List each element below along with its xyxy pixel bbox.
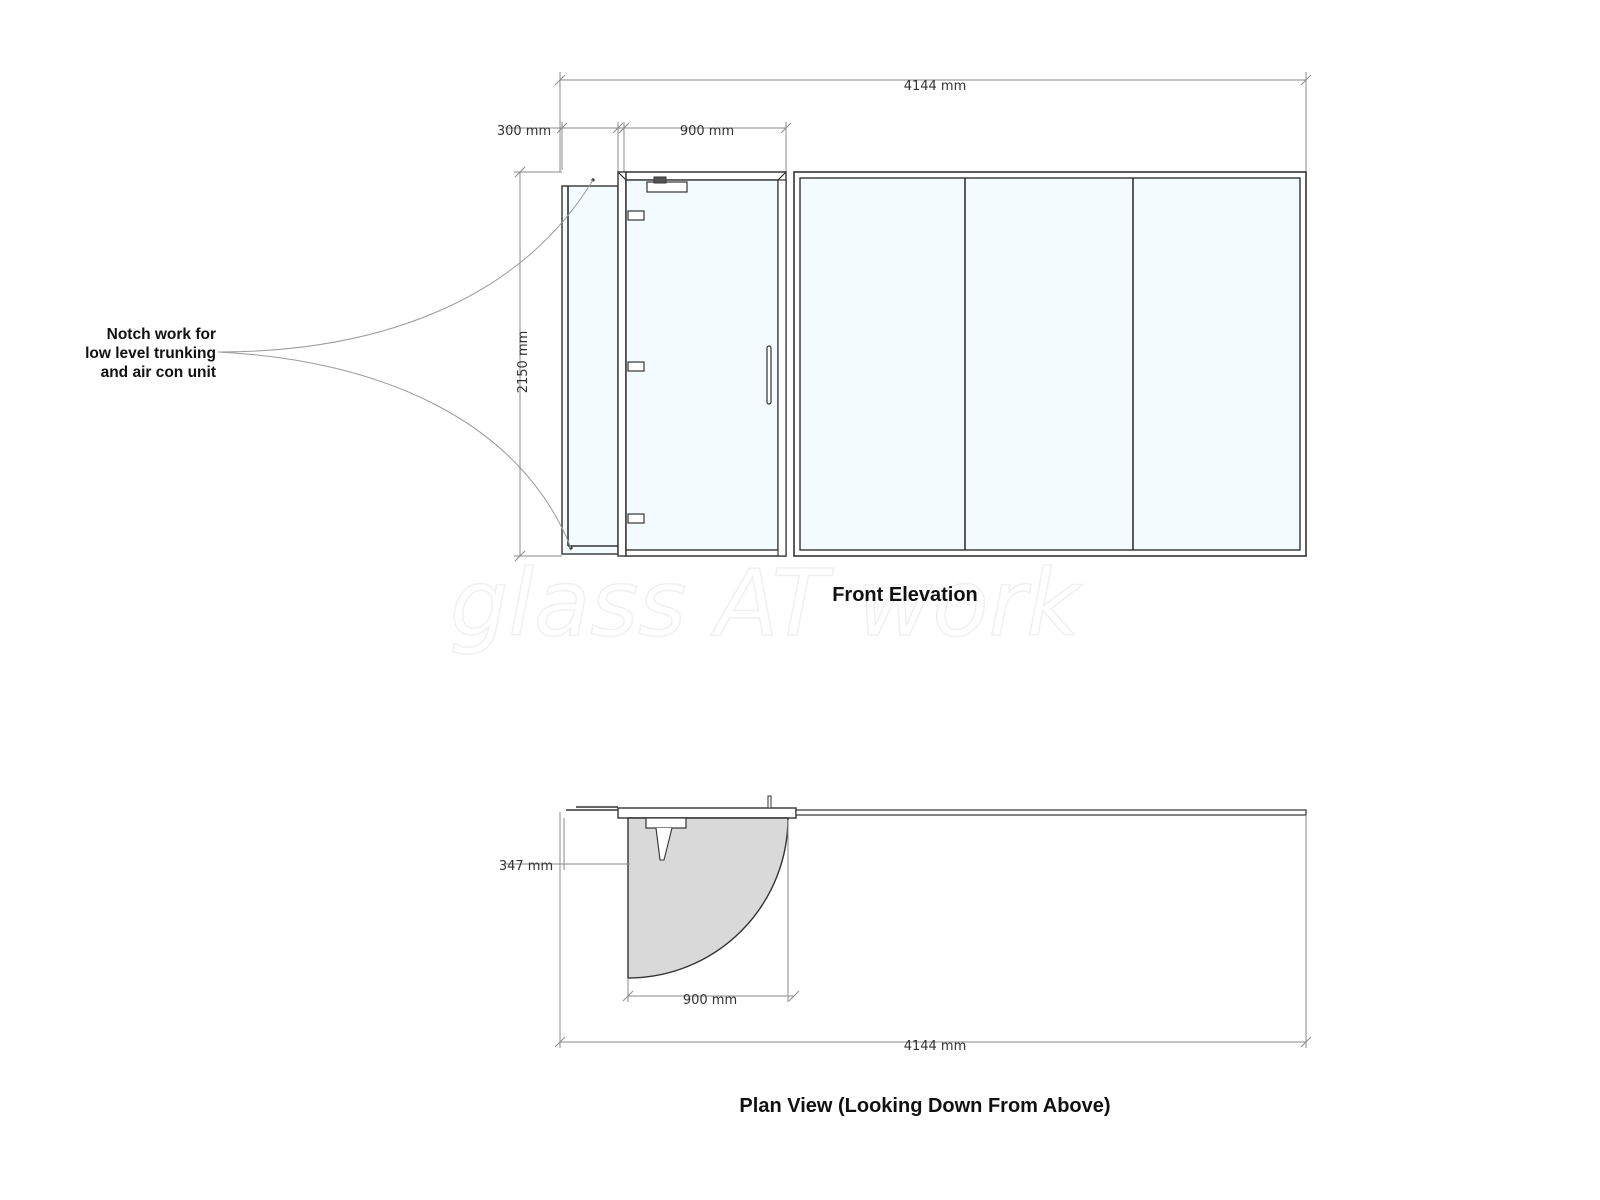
watermark-text: glass AT work [450,550,1083,657]
dim-plan-door-depth-label: 347 mm [499,859,553,874]
dim-elev-height-label: 2150 mm [516,331,531,394]
dim-plan-overall-width: 4144 mm [554,812,1312,1054]
door-closer-icon [646,181,688,193]
dim-elev-height: 2150 mm [514,166,562,562]
front-elevation-title: Front Elevation [832,584,978,606]
dim-elev-overall-width: 4144 mm [554,72,1312,172]
dim-plan-overall-width-label: 4144 mm [904,1039,967,1054]
door-closer-icon [645,817,687,829]
plan-view: 347 mm 900 mm 4144 mm Plan View (Looking… [499,795,1312,1117]
dim-elev-overall-width-label: 4144 mm [904,79,967,94]
dim-elev-door-width: 900 mm [618,122,792,178]
dim-plan-door-width-label: 900 mm [683,993,737,1008]
leader-line-top [217,179,594,353]
leader-line-bottom [217,351,572,549]
note-line-3: and air con unit [101,364,216,381]
note-line-2: low level trunking [85,345,216,362]
hinge-icon [627,513,645,524]
dim-plan-door-depth: 347 mm [499,818,630,874]
door-swing-arc [627,817,789,979]
watermark: glass AT work [449,549,1084,658]
door-post [617,171,627,557]
front-elevation: 4144 mm 300 mm 900 mm 2150 mm [85,72,1312,606]
fixed-glass-panels [793,171,1307,557]
notch-note: Notch work for low level trunking and ai… [85,179,594,549]
notch-panel [561,178,619,555]
dim-elev-notch-width-label: 300 mm [497,124,551,139]
dim-plan-door-width: 900 mm [622,820,800,1008]
hinge-icon [627,361,645,372]
door-swing [627,817,789,979]
plan-view-title: Plan View (Looking Down From Above) [739,1095,1110,1117]
dim-elev-door-width-label: 900 mm [680,124,734,139]
door-handle-icon [766,345,772,405]
hinge-icon [627,210,645,221]
dim-elev-notch-width: 300 mm [497,122,624,172]
note-line-1: Notch work for [107,326,216,343]
plan-glass-line [566,795,1307,831]
door-panel [617,171,787,557]
